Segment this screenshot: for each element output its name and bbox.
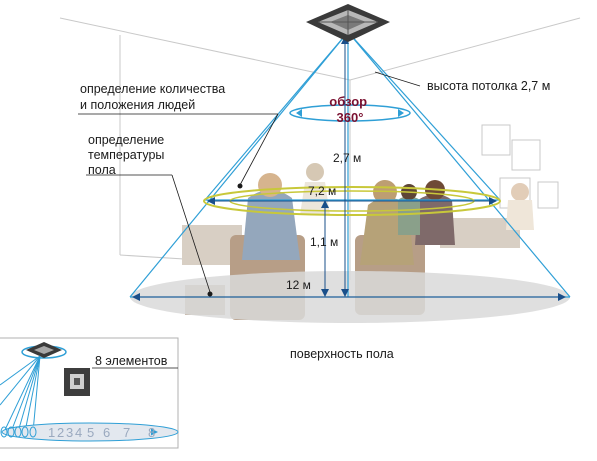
sensor-inset <box>0 337 179 449</box>
ring-outer-green <box>203 186 501 216</box>
sensor-number-2: 2 <box>57 425 64 440</box>
label-people-detection-line2: и положения людей <box>80 98 195 112</box>
label-dim-12: 12 м <box>286 278 311 292</box>
ring-arrow-left <box>296 109 302 117</box>
label-ceiling-height: высота потолка 2,7 м <box>427 79 550 93</box>
sensor-number-3: 3 <box>66 425 73 440</box>
label-dim-11: 1,1 м <box>310 235 338 249</box>
sensor-number-4: 4 <box>75 425 82 440</box>
sensor-numbers: 1 2 3 4 5 6 7 8 <box>48 425 155 440</box>
label-floor-temp-line3: пола <box>88 163 116 177</box>
label-dim-72: 7,2 м <box>308 184 336 198</box>
room-background <box>59 17 581 280</box>
leader-dot-floor <box>207 291 213 297</box>
label-view-line1: обзор <box>329 94 367 109</box>
ring-arrow-right <box>398 109 404 117</box>
label-elements-count: 8 элементов <box>95 354 168 368</box>
ceiling-unit-icon <box>306 4 390 42</box>
label-people-detection-line1: определение количества <box>80 82 225 96</box>
dimension-arrows <box>132 36 566 301</box>
sensor-number-6: 6 <box>103 425 110 440</box>
label-floor-surface: поверхность пола <box>290 347 394 361</box>
sensor-number-8: 8 <box>148 425 155 440</box>
sensor-number-7: 7 <box>123 425 130 440</box>
sensor-number-1: 1 <box>48 425 55 440</box>
label-dim-27: 2,7 м <box>333 151 361 165</box>
label-floor-temp-line1: определение <box>88 133 164 147</box>
label-view-360: обзор 360° <box>329 94 370 125</box>
label-people-detection: определение количества и положения людей <box>80 82 229 112</box>
leader-dot-people <box>237 183 243 189</box>
label-floor-temp: определение температуры пола <box>88 133 168 177</box>
label-view-line2: 360° <box>337 110 364 125</box>
leader-lines <box>78 71 421 293</box>
sensor-number-5: 5 <box>87 425 94 440</box>
ring-view-360 <box>289 104 411 122</box>
label-floor-temp-line2: температуры <box>88 148 164 162</box>
